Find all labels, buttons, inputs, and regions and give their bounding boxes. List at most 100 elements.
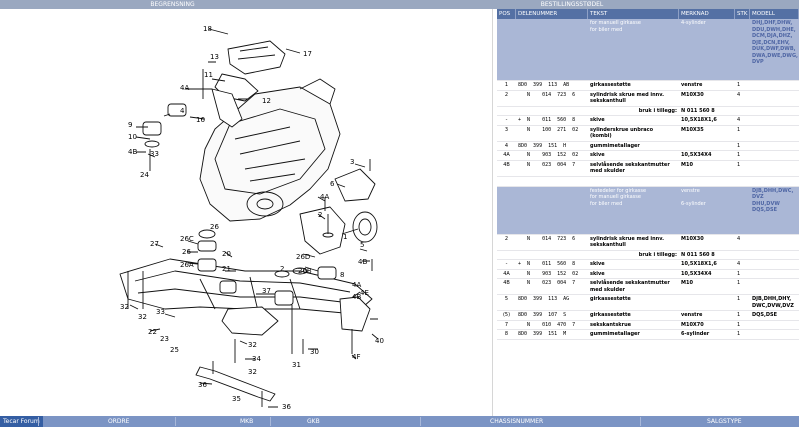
col-tekst[interactable]: TEKST: [588, 9, 679, 19]
part-models: DQS,DSE: [752, 312, 778, 318]
restriction-tab[interactable]: BEGRENSNING: [150, 1, 195, 8]
callout-label[interactable]: 11: [204, 71, 213, 79]
nav-gkb[interactable]: GKB: [307, 418, 320, 425]
callout-label[interactable]: 4B: [128, 148, 137, 156]
callout-label[interactable]: 21: [222, 265, 231, 273]
callout-label[interactable]: 26D: [296, 253, 310, 261]
nav-ordre[interactable]: ORDRE: [108, 418, 130, 425]
callout-label[interactable]: 22: [148, 328, 157, 336]
callout-label[interactable]: 9: [128, 121, 132, 129]
part-text: skive: [590, 117, 605, 123]
part-pos: [497, 251, 516, 260]
callout-label[interactable]: 5: [360, 241, 364, 249]
callout-label[interactable]: 33: [150, 150, 159, 158]
callout-label[interactable]: 24: [140, 171, 149, 179]
callout-label[interactable]: 2: [318, 211, 322, 219]
callout-label[interactable]: 4F: [352, 353, 360, 361]
col-delenummer[interactable]: DELENUMMER: [516, 9, 588, 19]
callout-label[interactable]: 26B: [298, 267, 312, 275]
part-pos: 4A: [503, 270, 510, 277]
order-tab[interactable]: BESTILLINGSSTØDEL: [540, 1, 604, 8]
callout-label[interactable]: 18: [203, 25, 212, 33]
callout-label[interactable]: 17: [303, 50, 312, 58]
callout-label[interactable]: 37: [262, 287, 271, 295]
callout-label[interactable]: 36: [282, 403, 291, 411]
callout-label[interactable]: 3: [350, 158, 354, 166]
callout-label[interactable]: 4A: [352, 281, 361, 289]
callout-label[interactable]: 4: [180, 107, 185, 115]
part-pos: -: [505, 261, 508, 267]
callout-label[interactable]: 23: [160, 335, 169, 343]
callout-label[interactable]: 6: [330, 180, 335, 188]
col-pos[interactable]: POS: [497, 9, 516, 19]
callout-label[interactable]: 25: [170, 346, 179, 354]
callout-label[interactable]: 8: [340, 271, 344, 279]
col-modell[interactable]: MODELL: [750, 9, 799, 19]
callout-label[interactable]: 32: [120, 303, 129, 311]
callout-label[interactable]: 30: [310, 348, 319, 356]
callout-label[interactable]: 33: [156, 308, 165, 316]
callout-label[interactable]: 26: [182, 248, 191, 256]
table-row[interactable]: bruk i tillegg:N 011 560 8: [497, 251, 799, 260]
callout-label[interactable]: 31: [292, 361, 301, 369]
part-qty: [735, 251, 750, 260]
callout-label[interactable]: 26A: [180, 261, 194, 269]
callout-label[interactable]: 40: [375, 337, 384, 345]
callout-label[interactable]: 2: [280, 265, 284, 273]
callout-label[interactable]: 32: [138, 313, 147, 321]
callout-label[interactable]: 27: [150, 240, 159, 248]
part-note: N 011 560 8: [681, 107, 715, 114]
part-text: bruk i tillegg:: [638, 251, 677, 258]
callout-label[interactable]: 4A: [320, 193, 329, 201]
callout-label[interactable]: 4E: [360, 289, 369, 297]
callout-label[interactable]: 26: [210, 223, 219, 231]
callout-label[interactable]: 34: [252, 355, 261, 363]
brand-link[interactable]: Tecar Forum: [0, 416, 43, 427]
callout-label[interactable]: 16: [196, 116, 205, 124]
pane-splitter[interactable]: [492, 9, 498, 416]
table-row[interactable]: bruk i tillegg: N 011 560 8: [497, 107, 799, 116]
col-merknad[interactable]: MERKNAD: [679, 9, 735, 19]
col-stk[interactable]: STK: [735, 9, 750, 19]
group-header-row: festedeler for girkasse for manuell girk…: [497, 186, 799, 235]
callout-label[interactable]: 12: [262, 97, 271, 105]
callout-label[interactable]: 32: [248, 341, 257, 349]
nav-chassisnummer[interactable]: CHASSISNUMMER: [490, 418, 544, 425]
top-header-bar: BEGRENSNING BESTILLINGSSTØDEL: [0, 0, 799, 9]
callout-label[interactable]: 1: [343, 233, 347, 241]
part-qty: 1: [737, 270, 741, 277]
callout-label[interactable]: 4B: [352, 293, 361, 301]
callout-label[interactable]: 20: [222, 250, 231, 258]
part-pos: 2: [504, 235, 509, 242]
callout-label[interactable]: 35: [232, 395, 241, 403]
callout-label[interactable]: 13: [210, 53, 219, 61]
part-note: [679, 142, 735, 151]
callout-label[interactable]: 10: [128, 133, 137, 141]
part-note: M10X30: [681, 91, 704, 98]
part-note: 10,5X18X1,6: [681, 261, 717, 267]
callout-label[interactable]: 4A: [180, 84, 189, 92]
callout-label[interactable]: 26C: [180, 235, 194, 243]
callout-label[interactable]: 36: [198, 381, 207, 389]
part-text: bruk i tillegg:: [638, 107, 677, 114]
callout-label[interactable]: 4B: [358, 258, 367, 266]
divider: [270, 417, 271, 426]
callout-label[interactable]: 32: [248, 368, 257, 376]
nav-mkb[interactable]: MKB: [240, 418, 254, 425]
nav-salgstype[interactable]: SALGSTYPE: [707, 418, 742, 425]
